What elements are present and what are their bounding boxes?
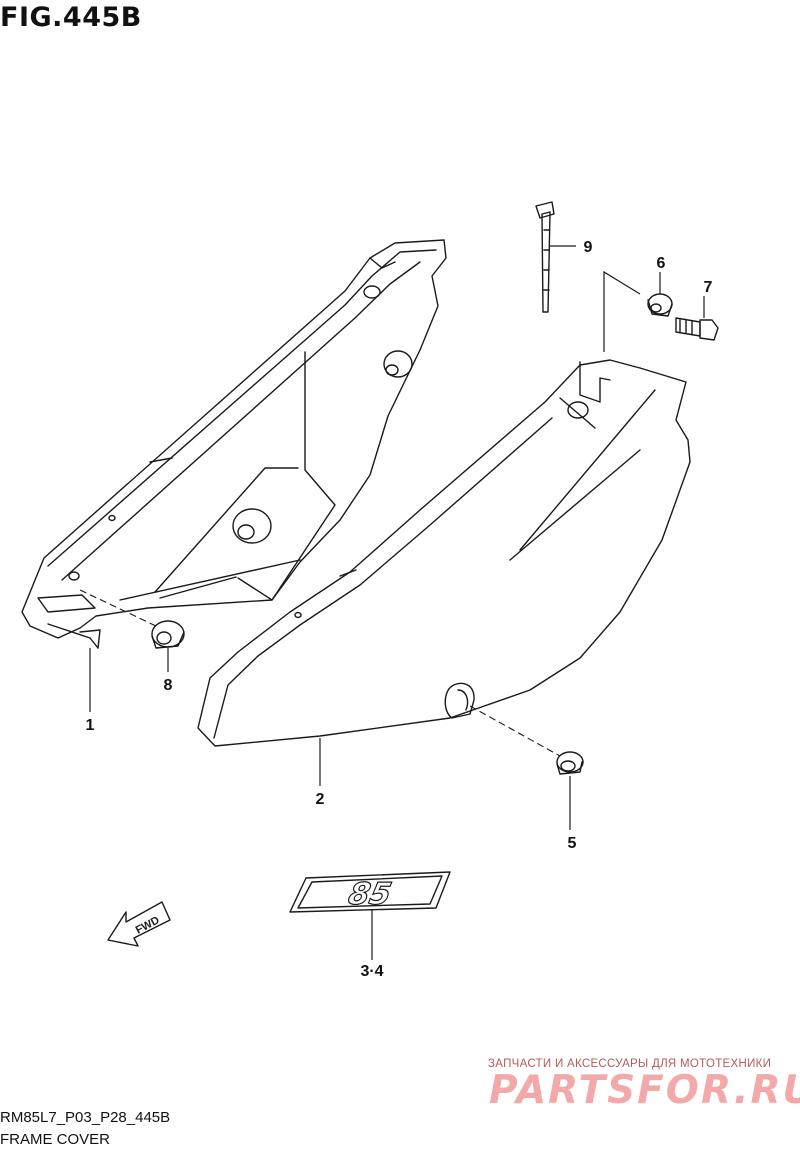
figure-title: FIG.445B <box>0 2 142 33</box>
callout-5: 5 <box>568 835 577 852</box>
callout-7: 7 <box>704 279 713 296</box>
leader-bracket <box>603 270 641 352</box>
part-3-4-emblem <box>289 871 451 913</box>
callout-3-4: 3·4 <box>360 963 383 980</box>
part-2-right-frame-cover <box>197 359 691 747</box>
fwd-label: FWD <box>134 914 162 936</box>
part-5-grommet <box>556 751 584 775</box>
fwd-arrow-icon <box>107 901 171 947</box>
callout-9: 9 <box>584 239 593 256</box>
part-7-bolt <box>675 317 719 341</box>
callout-6: 6 <box>657 255 666 272</box>
callout-1: 1 <box>86 717 95 734</box>
figure-code: RM85L7_P03_P28_445B <box>0 1109 171 1126</box>
part-1-left-frame-cover <box>21 239 447 649</box>
watermark-brand: PARTSFOR.RU <box>489 1068 800 1113</box>
callout-8: 8 <box>164 677 173 694</box>
part-9-cable-tie <box>535 201 555 313</box>
dashed-assembly-lines <box>79 589 561 757</box>
watermark-tagline: ЗАПЧАСТИ И АКСЕССУАРЫ ДЛЯ МОТОТЕХНИКИ <box>488 1058 772 1070</box>
figure-name: FRAME COVER <box>0 1131 111 1148</box>
emblem-85-text: 85 <box>345 877 394 912</box>
part-6-collar <box>647 293 673 317</box>
leader-lines <box>89 245 705 960</box>
callout-2: 2 <box>316 791 325 808</box>
part-8-grommet <box>151 620 185 649</box>
